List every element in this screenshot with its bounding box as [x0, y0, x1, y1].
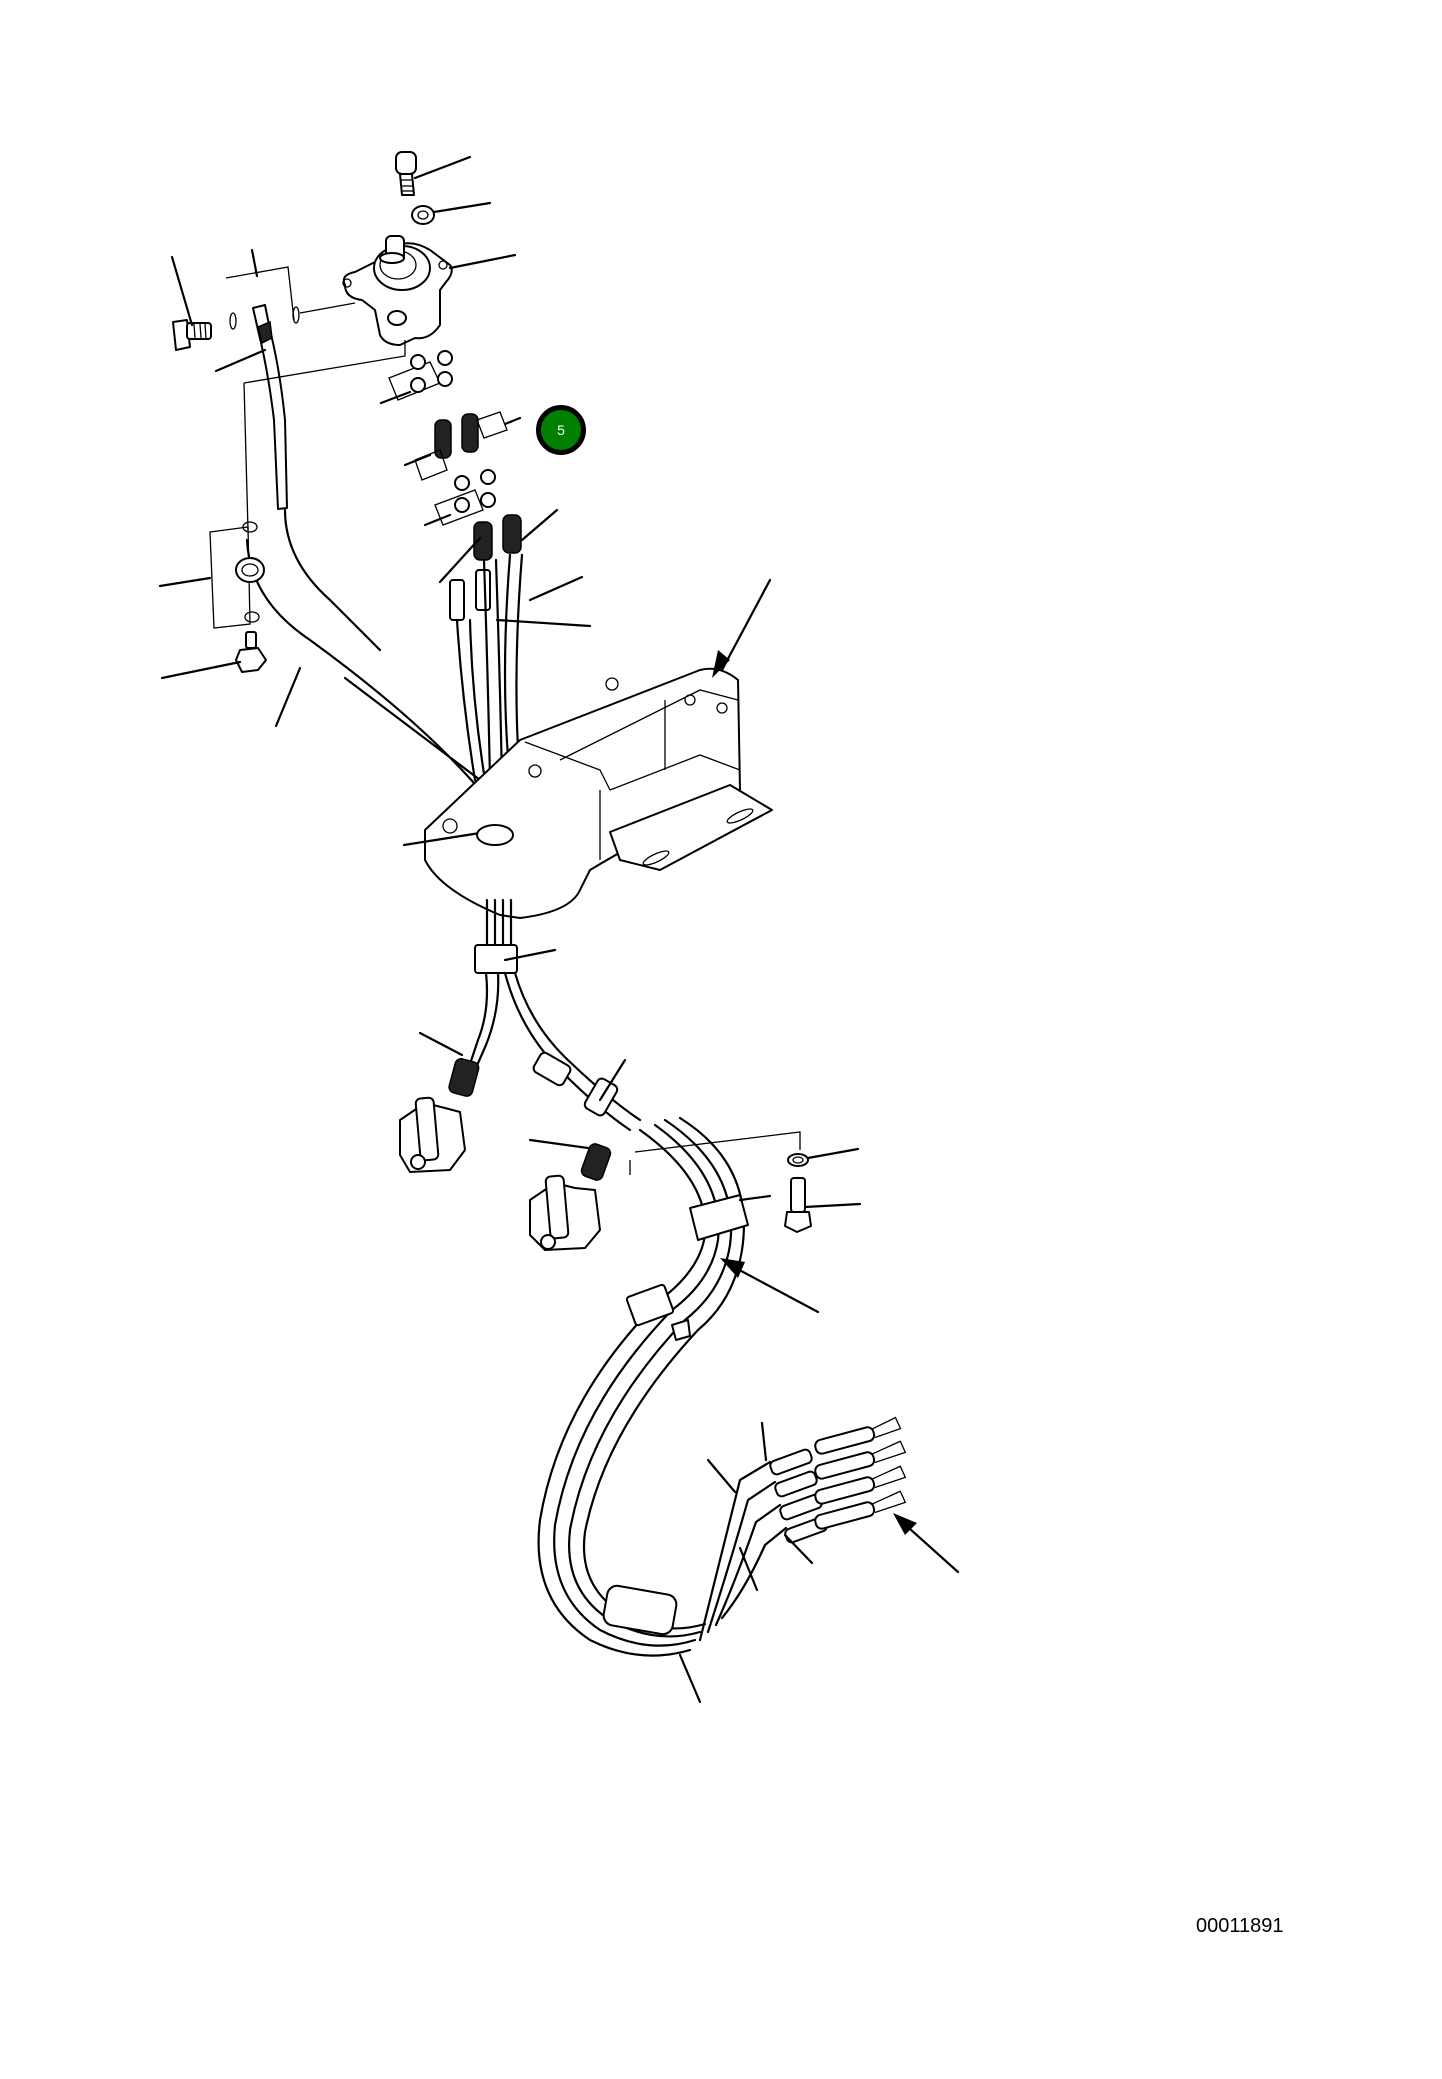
arrow-line: [728, 1263, 820, 1314]
hose-bundle-main: [537, 1116, 749, 1657]
leader-line: [520, 508, 559, 542]
pipe-left: [252, 304, 288, 510]
callout-label: 5: [557, 422, 565, 438]
mounting-bracket: [424, 667, 773, 919]
washer-right: [787, 1153, 809, 1167]
top-bolt: [395, 151, 417, 196]
valve-block-right: [529, 1174, 601, 1251]
leader-line: [448, 253, 517, 270]
bracket-line: [634, 1131, 801, 1153]
leader-line: [432, 201, 492, 214]
arrow-head-icon: [720, 1258, 745, 1278]
leader-line: [706, 1458, 737, 1494]
leader-line: [738, 1546, 759, 1592]
leader-line: [379, 390, 412, 405]
arrow-head-icon: [893, 1513, 917, 1535]
leader-line: [503, 948, 557, 962]
leader-line: [423, 513, 452, 527]
o-ring-group-1: [388, 350, 453, 401]
loose-connectors: [814, 1416, 907, 1530]
side-bolt: [172, 319, 212, 351]
leader-line: [528, 1138, 590, 1150]
document-id: 00011891: [1196, 1915, 1284, 1937]
callout-badge-5[interactable]: 5: [536, 405, 586, 455]
leader-line: [803, 1202, 862, 1209]
hose-branch-right: [503, 971, 642, 1132]
leader-line: [528, 575, 584, 602]
o-ring-group-2: [434, 469, 496, 526]
leader-line: [274, 666, 302, 728]
fitting-group: [414, 411, 508, 481]
leader-line: [250, 248, 259, 278]
hose-bundle-middle: [474, 898, 518, 974]
leader-line: [738, 1194, 772, 1202]
leader-line: [418, 1031, 464, 1057]
leader-line: [806, 1147, 860, 1160]
leader-line: [495, 618, 592, 628]
leader-line: [598, 1058, 627, 1102]
leader-line: [760, 1421, 768, 1462]
hose-end-connectors: [698, 1448, 828, 1642]
leader-line: [413, 155, 472, 180]
pilot-valve: [342, 235, 453, 346]
leader-line: [402, 831, 482, 847]
leader-line: [214, 348, 267, 373]
bracket-line: [225, 266, 295, 321]
hose-fitting-mid: [580, 1143, 612, 1181]
valve-block-left: [399, 1096, 466, 1173]
leader-line: [503, 416, 522, 426]
elbow-fitting: [235, 521, 265, 623]
leader-line: [678, 1653, 702, 1704]
hex-bolt: [235, 631, 267, 673]
hose-fittings: [449, 514, 522, 621]
leader-line: [170, 255, 194, 327]
top-washer: [411, 205, 435, 225]
hose-branch-left: [448, 971, 500, 1097]
arrow-line: [720, 578, 772, 672]
leader-line: [158, 576, 212, 588]
bracket-line: [209, 526, 251, 629]
leader-line: [160, 660, 242, 680]
leader-line: [438, 536, 482, 584]
arrow-head-icon: [712, 650, 730, 678]
leader-line: [783, 1533, 814, 1565]
leader-line: [403, 453, 432, 467]
bolt-right: [784, 1177, 812, 1233]
